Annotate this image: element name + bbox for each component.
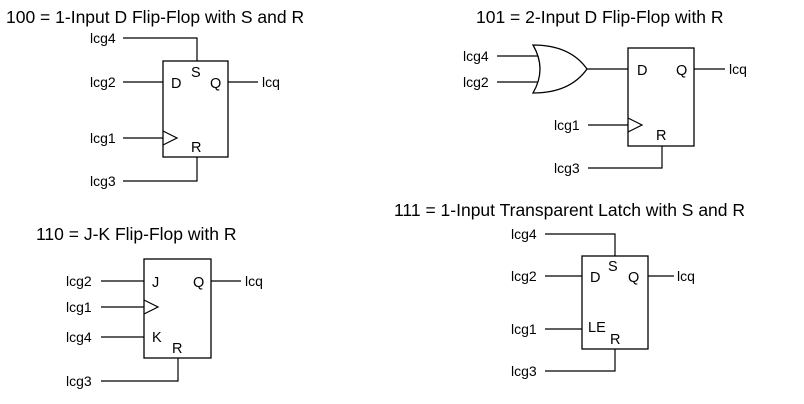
diagram-110-title: 110 = J-K Flip-Flop with R xyxy=(36,224,237,244)
signal-label: lcg3 xyxy=(66,373,92,389)
pin-label: K xyxy=(152,330,162,346)
signal-label: lcg4 xyxy=(66,329,92,345)
pin-label: D xyxy=(171,76,181,92)
set-wire xyxy=(123,37,198,61)
set-wire xyxy=(545,233,616,256)
clock-triangle-icon xyxy=(162,130,179,146)
or-gate-icon xyxy=(531,44,588,94)
signal-label: lcg4 xyxy=(90,30,116,46)
signal-label: lcq xyxy=(729,61,747,77)
pin-label: R xyxy=(610,332,620,348)
latch-box xyxy=(581,255,649,350)
signal-label: lcg2 xyxy=(511,268,537,284)
reset-wire xyxy=(588,146,663,169)
reset-wire xyxy=(123,157,198,182)
flip-flop-box xyxy=(162,60,229,158)
clock-triangle-icon xyxy=(627,117,644,133)
pin-label: R xyxy=(172,341,182,357)
signal-label: lcg1 xyxy=(66,299,92,315)
pin-label: Q xyxy=(676,63,687,79)
pin-label: S xyxy=(608,259,618,275)
pin-label: S xyxy=(191,65,201,81)
signal-label: lcg3 xyxy=(511,363,537,379)
pin-label: R xyxy=(656,128,666,144)
signal-label: lcq xyxy=(677,268,695,284)
diagram-111: 111 = 1-Input Transparent Latch with S a… xyxy=(394,200,745,379)
diagram-101: 101 = 2-Input D Flip-Flop with R lcg4 lc… xyxy=(463,7,747,176)
pin-label: D xyxy=(590,270,600,286)
pin-label: Q xyxy=(628,270,639,286)
reset-wire xyxy=(101,358,179,382)
pin-label: LE xyxy=(588,320,606,336)
signal-label: lcg3 xyxy=(90,173,116,189)
signal-label: lcg4 xyxy=(463,48,489,64)
pin-label: J xyxy=(152,275,159,291)
signal-label: lcg2 xyxy=(463,74,489,90)
reset-wire xyxy=(545,349,616,372)
signal-label: lcg1 xyxy=(90,130,116,146)
flip-flop-box xyxy=(627,47,695,147)
diagram-110: 110 = J-K Flip-Flop with R lcg2 lcg1 lcg… xyxy=(36,224,263,389)
signal-label: lcg1 xyxy=(554,117,580,133)
signal-label: lcg2 xyxy=(66,273,92,289)
signal-label: lcq xyxy=(245,273,263,289)
diagram-101-title: 101 = 2-Input D Flip-Flop with R xyxy=(476,7,724,27)
signal-label: lcg4 xyxy=(511,226,537,242)
pin-label: D xyxy=(637,63,647,79)
diagram-100-title: 100 = 1-Input D Flip-Flop with S and R xyxy=(6,7,304,27)
clock-triangle-icon xyxy=(143,299,160,315)
pin-label: R xyxy=(191,140,201,156)
pin-label: Q xyxy=(210,76,221,92)
pin-label: Q xyxy=(193,275,204,291)
diagram-111-title: 111 = 1-Input Transparent Latch with S a… xyxy=(394,200,745,220)
signal-label: lcg1 xyxy=(511,321,537,337)
signal-label: lcg2 xyxy=(90,74,116,90)
signal-label: lcq xyxy=(262,74,280,90)
diagram-100: 100 = 1-Input D Flip-Flop with S and R l… xyxy=(6,7,304,189)
signal-label: lcg3 xyxy=(554,160,580,176)
